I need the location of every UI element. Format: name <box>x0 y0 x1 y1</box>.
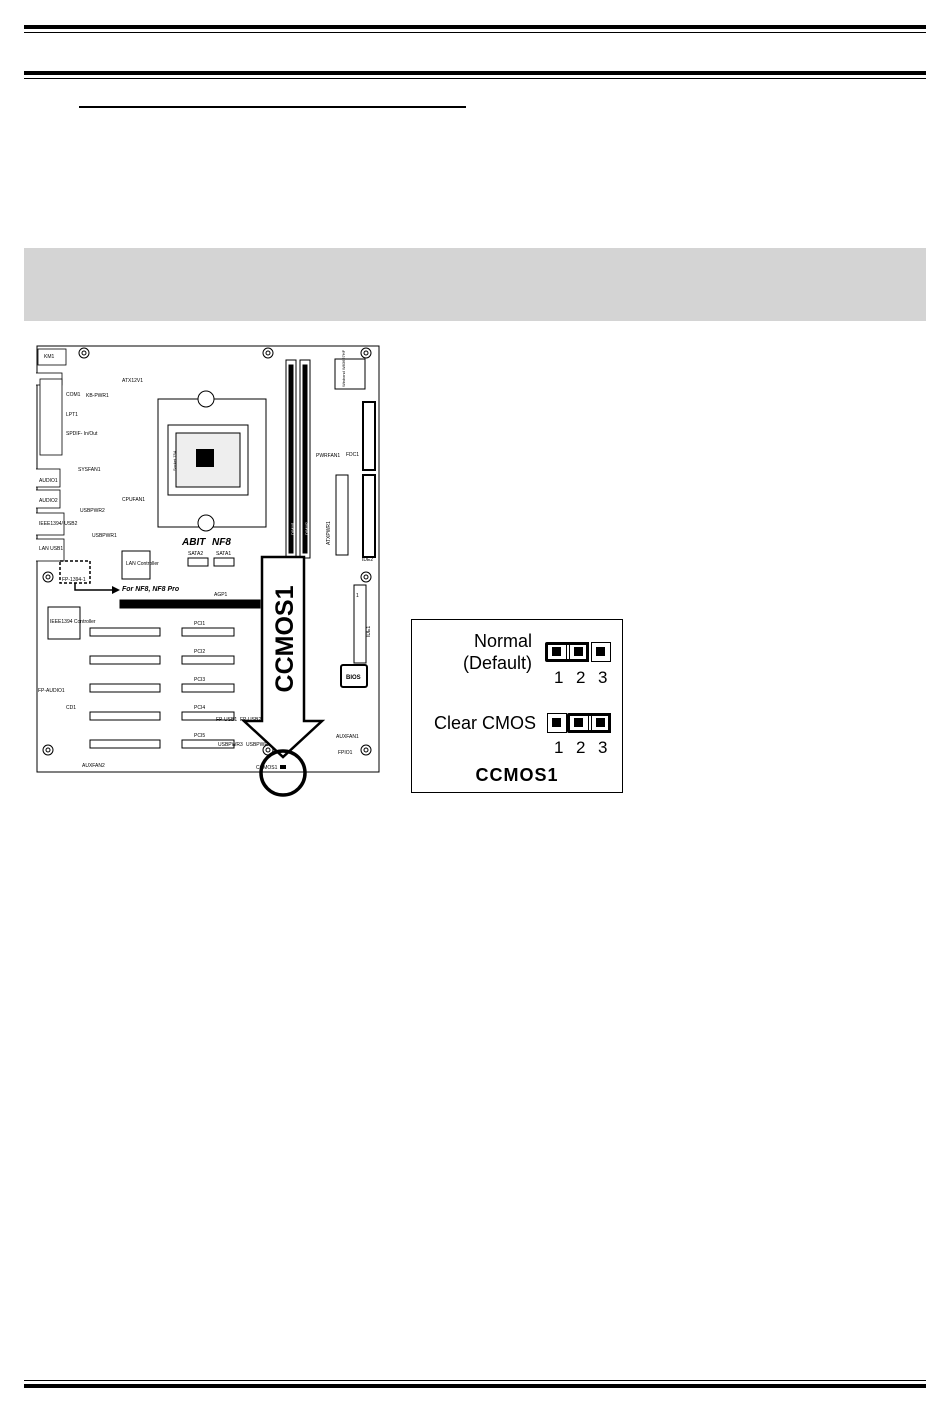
label-spdif: SPDIF- In/Out <box>66 431 98 437</box>
label-ieee-controller: IEEE1394 Controller <box>50 619 96 625</box>
label-fpio1: FPIO1 <box>338 750 353 756</box>
label-bios: BIOS <box>346 675 361 681</box>
label-fp-usb1: FP-USB1 <box>216 717 237 723</box>
bottom-rule-thin <box>24 1380 926 1381</box>
label-usbpwr4: USBPWR4 <box>246 742 271 748</box>
label-atx12v1: ATX12V1 <box>122 378 143 384</box>
label-km1: KM1 <box>44 354 55 360</box>
label-lanusb: LAN USB1 <box>39 546 63 552</box>
label-usbpwr1: USBPWR1 <box>92 533 117 539</box>
label-ieee: IEEE1394/ USB2 <box>39 521 78 527</box>
label-pwrfan1: PWRFAN1 <box>316 453 340 459</box>
label-lpt1: LPT1 <box>66 412 78 418</box>
label-lan-controller: LAN Controller <box>126 561 159 567</box>
ieee-chip <box>47 606 81 640</box>
clear-pin-number-1: 1 <box>554 738 564 757</box>
label-usbpwr2: USBPWR2 <box>80 508 105 514</box>
normal-pin-number-3: 3 <box>598 668 608 687</box>
ccmos1-callout-label: CCMOS1 <box>271 585 299 692</box>
top-rule-thick <box>24 25 926 29</box>
bios-chip <box>340 664 368 688</box>
cpu-socket <box>157 390 267 532</box>
lan-chip <box>121 550 151 580</box>
super-io-chip <box>334 358 366 390</box>
clear-jumper-cap <box>567 713 611 733</box>
jumper-setting-diagram: Normal (Default) 1 2 3 Clear CMOS 1 2 3 … <box>411 619 623 793</box>
label-sysfan1: SYSFAN1 <box>78 467 101 473</box>
ide-connectors <box>335 401 376 664</box>
label-winbond: Winbond W83627HF <box>341 349 346 387</box>
top-rule-thin <box>24 32 926 33</box>
clear-pin-number-3: 3 <box>598 738 608 757</box>
label-pin1: 1 <box>356 593 359 599</box>
normal-pin-number-2: 2 <box>576 668 586 687</box>
header-rule-thick <box>24 71 926 75</box>
label-usbpwr3: USBPWR3 <box>218 742 243 748</box>
normal-label: Normal <box>473 631 532 651</box>
brand-logo: ABIT <box>181 537 206 548</box>
board-labels: KM1 KB-PWR1 ATX12V1 COM1 LPT1 SPDIF- In/… <box>38 349 373 771</box>
label-audio2: AUDIO2 <box>39 498 58 504</box>
label-fdc1: FDC1 <box>346 452 359 458</box>
label-kbpwr1: KB-PWR1 <box>86 393 109 399</box>
model-name: NF8 <box>212 537 231 548</box>
label-pci3: PCI3 <box>194 677 205 683</box>
rear-io <box>36 348 67 562</box>
label-dimm2: DIMM2 <box>304 521 309 535</box>
label-cd1: CD1 <box>66 705 76 711</box>
label-pci4: PCI4 <box>194 705 205 711</box>
label-auxfan2: AUXFAN2 <box>82 763 105 769</box>
expansion-slots <box>89 599 261 749</box>
jumper-title: CCMOS1 <box>475 765 559 785</box>
label-auxfan1: AUXFAN1 <box>336 734 359 740</box>
label-fp1394: FP-1394-1 <box>62 577 86 583</box>
bottom-rule-thick <box>24 1384 926 1388</box>
section-heading-underline <box>79 106 466 108</box>
label-agp1: AGP1 <box>214 592 228 598</box>
normal-pin-number-1: 1 <box>554 668 564 687</box>
default-label: (Default) <box>462 653 532 673</box>
header-rule-thin <box>24 78 926 79</box>
label-cpufan1: CPUFAN1 <box>122 497 145 503</box>
nf8-note: For NF8, NF8 Pro <box>122 586 180 593</box>
label-com1: COM1 <box>66 392 81 398</box>
dimm-slots <box>285 359 311 559</box>
label-ccmos1-small: CCMOS1 <box>256 765 278 771</box>
label-pci5: PCI5 <box>194 733 205 739</box>
label-pci1: PCI1 <box>194 621 205 627</box>
sata-connectors <box>187 557 235 567</box>
clear-pin-number-2: 2 <box>576 738 586 757</box>
label-audio1: AUDIO1 <box>39 478 58 484</box>
label-ide1: IDE1 <box>366 626 372 637</box>
ccmos1-callout: CCMOS1 <box>240 555 326 797</box>
label-pci2: PCI2 <box>194 649 205 655</box>
label-socket: Socket 754 <box>172 450 177 471</box>
clear-cmos-label: Clear CMOS <box>433 713 536 733</box>
motherboard-layout: KM1 KB-PWR1 ATX12V1 COM1 LPT1 SPDIF- In/… <box>36 345 380 797</box>
normal-pin-3 <box>591 642 611 662</box>
label-ide2: IDE2 <box>362 557 373 563</box>
label-dimm1: DIMM1 <box>290 521 295 535</box>
clear-pin-row <box>547 713 613 733</box>
clear-pin-1 <box>547 713 567 733</box>
normal-jumper-cap <box>545 642 589 662</box>
label-fp-audio1: FP-AUDIO1 <box>38 688 65 694</box>
label-sata1: SATA1 <box>216 551 231 557</box>
label-sata2: SATA2 <box>188 551 203 557</box>
note-band <box>24 248 926 321</box>
nf8-arrow <box>74 583 112 591</box>
normal-pin-row <box>545 642 613 662</box>
label-atxpwr1: ATXPWR1 <box>326 521 332 545</box>
